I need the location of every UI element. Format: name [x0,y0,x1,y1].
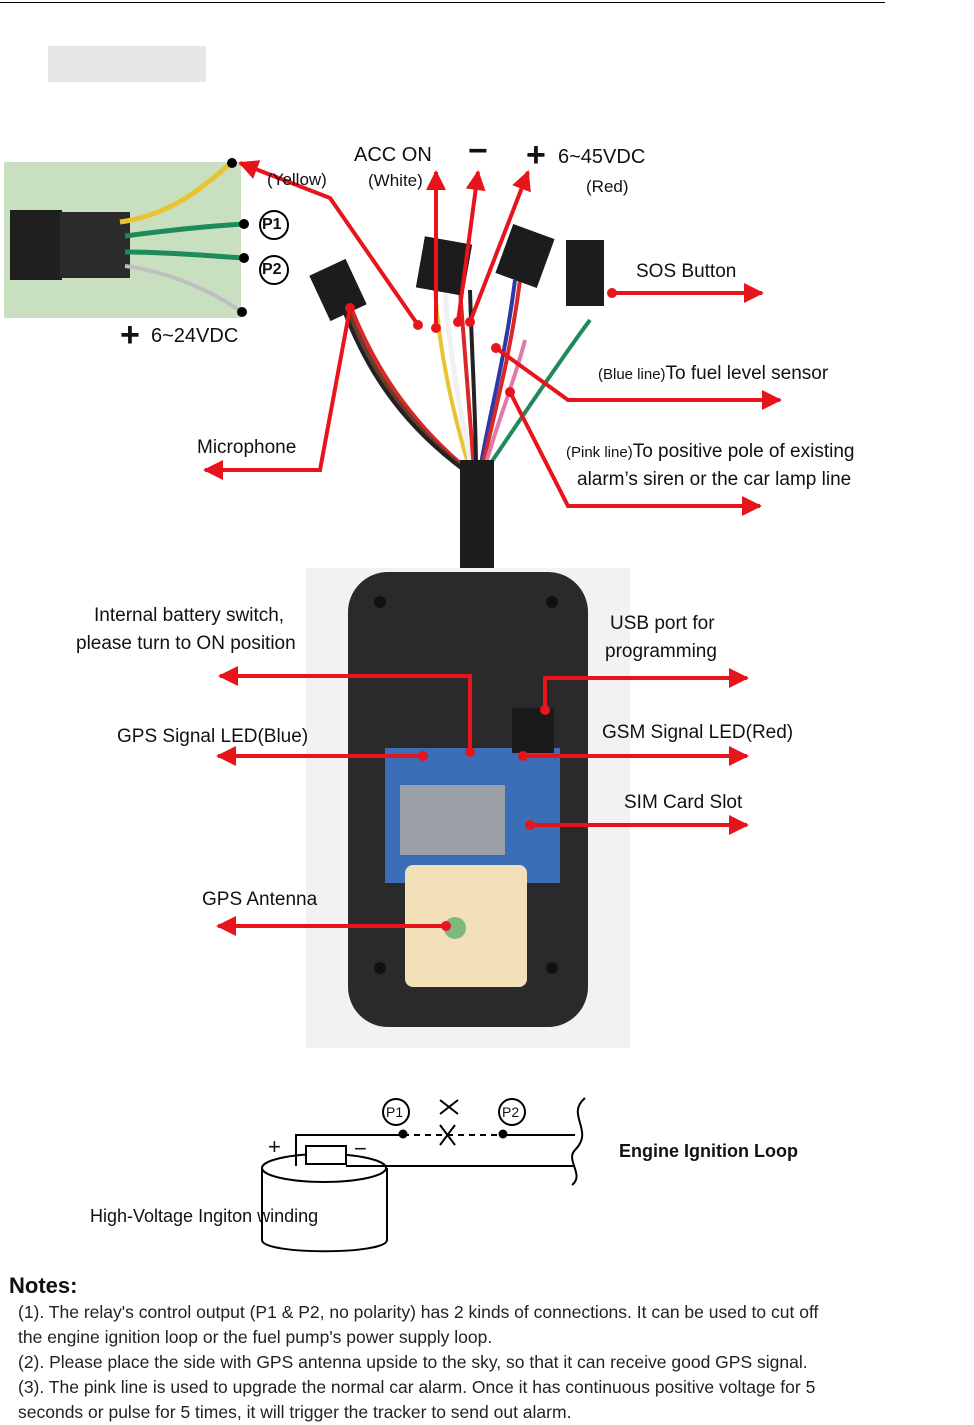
label-pink-line-text1: To positive pole of existing [632,441,855,462]
label-microphone: Microphone [197,437,297,458]
note-line: (2). Please place the side with GPS ante… [18,1352,808,1372]
label-sim-slot: SIM Card Slot [624,792,743,813]
label-usb-2: programming [605,641,717,662]
arrow-minus [456,170,486,323]
circuit-loop-label: Engine Ignition Loop [619,1141,798,1161]
label-plus-relay: + [120,316,140,354]
label-red: (Red) [586,177,629,196]
note-line: the engine ignition loop or the fuel pum… [18,1327,493,1347]
label-voltage-main: 6~45VDC [558,146,646,168]
label-usb-1: USB port for [610,613,715,634]
notes-title: Notes: [9,1273,78,1298]
circuit-label-minus: − [354,1136,367,1161]
arrow-blue [494,346,782,410]
wire-harness [342,279,592,575]
tracker-device [306,568,630,1048]
section-title-placeholder [48,46,206,82]
circuit-p1-badge [382,1098,410,1126]
label-battery-switch-1: Internal battery switch, [94,605,285,626]
label-gps-led: GPS Signal LED(Blue) [117,726,309,747]
label-plus-main: + [526,136,546,174]
top-rule [0,2,885,3]
arrow-usb [543,668,749,710]
circuit-label-p1: P1 [386,1104,404,1120]
arrow-microphone [203,307,352,480]
p2-badge [259,255,289,285]
arrow-yellow [238,160,420,327]
p1-badge [259,210,289,240]
label-gps-antenna: GPS Antenna [202,889,318,910]
scissors-icon [439,1099,459,1115]
note-line: (1). The relay's control output (P1 & P2… [18,1302,819,1322]
label-p2: P2 [262,261,282,278]
label-blue-line: (Blue line)To fuel level sensor [598,363,828,385]
circuit-label-plus: + [268,1134,281,1159]
ignition-circuit [261,1097,586,1253]
label-yellow: (Yellow) [267,170,327,189]
label-p1: P1 [262,216,282,233]
circuit-label-p2: P2 [502,1104,520,1120]
label-sos: SOS Button [636,261,737,282]
arrow-battery-switch [218,666,472,752]
label-pink-line: (Pink line)To positive pole of existing [566,441,854,463]
label-pink-line-prefix: (Pink line) [566,444,633,461]
note-line: (3). The pink line is used to upgrade th… [18,1377,816,1397]
arrow-plus [468,170,531,323]
label-blue-line-text: To fuel level sensor [665,363,829,384]
note-line: seconds or pulse for 5 times, it will tr… [18,1402,572,1422]
callout-arrows [203,160,782,936]
label-minus: − [468,132,488,170]
label-blue-line-prefix: (Blue line) [598,366,666,383]
label-gsm-led: GSM Signal LED(Red) [602,722,794,743]
label-battery-switch-2: please turn to ON position [76,633,296,654]
arrow-origin-dots [345,288,617,931]
label-pink-line-2: alarm’s siren or the car lamp line [577,469,852,490]
arrow-pink [508,391,762,516]
label-voltage-relay: 6~24VDC [151,325,239,347]
label-acc-on: ACC ON [354,144,432,166]
circuit-p2-badge [498,1098,526,1126]
relay-photo [4,158,249,318]
label-white: (White) [368,171,423,190]
circuit-winding-label: High-Voltage Ingiton winding [90,1206,319,1226]
